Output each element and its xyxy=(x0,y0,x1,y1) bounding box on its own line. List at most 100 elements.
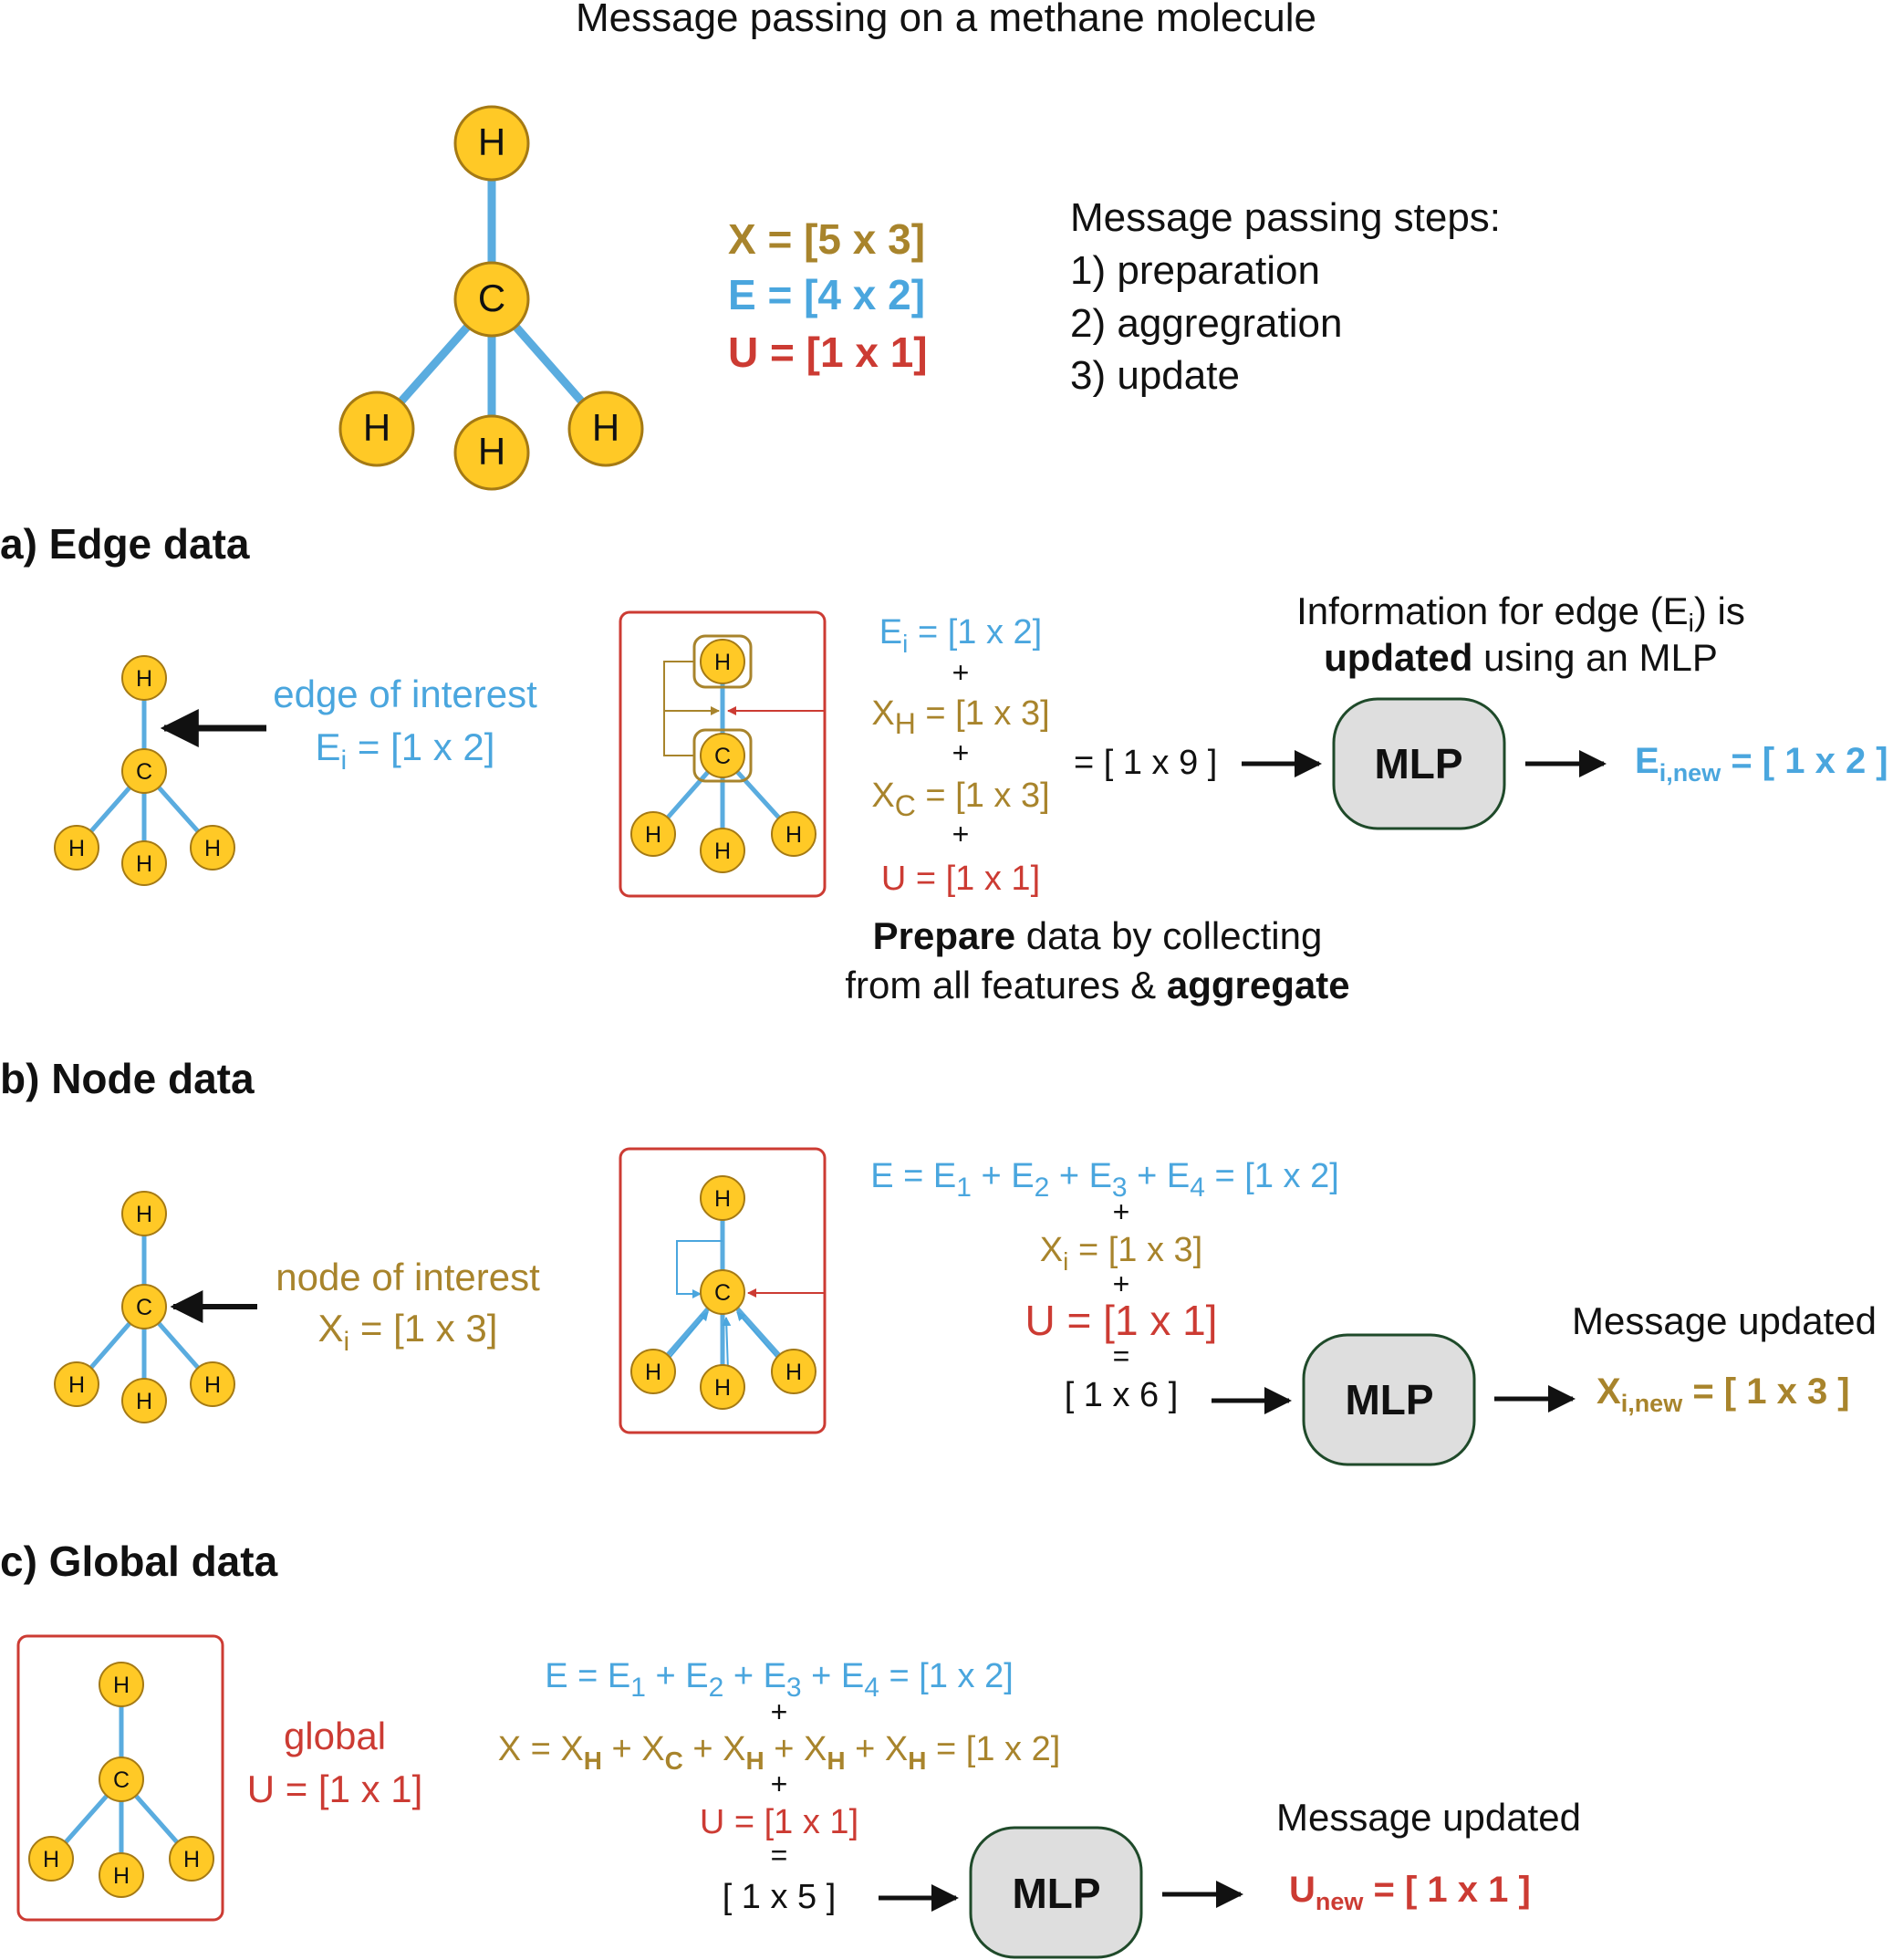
edge-updated-result: Ei,new = [ 1 x 2 ] xyxy=(1635,741,1888,787)
node-of-interest-dims: Xi = [1 x 3] xyxy=(318,1307,498,1357)
hydrogen-atom: H xyxy=(99,1852,144,1898)
mlp-block xyxy=(1332,697,1506,830)
mlp-label: MLP xyxy=(1374,740,1462,787)
edge-sum-term: E = E1 + E2 + E3 + E4 = [1 x 2] xyxy=(545,1657,1014,1703)
edge-info-line2: updated using an MLP xyxy=(1324,636,1718,679)
methane-molecule-main: H C H H H xyxy=(338,105,644,491)
svg-text:C: C xyxy=(478,276,505,319)
carbon-atom: C xyxy=(121,1284,167,1329)
svg-text:H: H xyxy=(113,1673,130,1698)
svg-text:H: H xyxy=(136,851,152,877)
global-updated-result: Unew = [ 1 x 1 ] xyxy=(1289,1870,1531,1915)
svg-text:H: H xyxy=(478,430,505,473)
equals-sign: = xyxy=(771,1839,788,1871)
equals-sign: = xyxy=(1113,1340,1130,1372)
carbon-atom: C xyxy=(700,1269,745,1315)
edge-matrix-dims: E = [4 x 2] xyxy=(728,271,925,318)
node-of-interest-label: node of interest xyxy=(276,1256,540,1298)
svg-text:H: H xyxy=(136,1202,152,1227)
mlp-block xyxy=(969,1826,1143,1959)
steps-heading: Message passing steps: xyxy=(1070,195,1501,240)
plus-sign: + xyxy=(952,818,970,850)
hydrogen-atom: H xyxy=(630,1349,676,1394)
methane-molecule-small: H C H H H xyxy=(54,1191,235,1423)
svg-text:H: H xyxy=(68,1372,85,1398)
hydrogen-atom: H xyxy=(121,1378,167,1423)
global-feature-term: U = [1 x 1] xyxy=(1025,1297,1218,1344)
hydrogen-atom: H xyxy=(121,655,167,701)
hydrogen-atom: H xyxy=(190,1361,235,1407)
hydrogen-atom: H xyxy=(771,811,816,857)
edge-of-interest-label: edge of interest xyxy=(273,672,537,715)
mlp-block xyxy=(1302,1333,1476,1466)
hydrogen-atom: H xyxy=(99,1662,144,1707)
hydrogen-atom: H xyxy=(700,639,745,684)
hydrogen-atom: H xyxy=(771,1349,816,1394)
global-label: global xyxy=(284,1715,386,1757)
hydrogen-atom: H xyxy=(453,105,530,182)
node-matrix-dims: X = [5 x 3] xyxy=(728,215,925,263)
hydrogen-atom: H xyxy=(338,391,415,467)
svg-text:H: H xyxy=(204,1372,221,1398)
aggregated-dims: = [ 1 x 9 ] xyxy=(1074,744,1217,782)
hydrogen-atom: H xyxy=(630,811,676,857)
preparation-frame xyxy=(619,610,827,898)
edge-preparation-molecule: H C H H H xyxy=(630,634,824,873)
svg-text:H: H xyxy=(714,1375,731,1401)
svg-text:H: H xyxy=(183,1847,200,1872)
preparation-frame xyxy=(619,1147,827,1434)
svg-text:H: H xyxy=(204,836,221,861)
plus-sign: + xyxy=(1113,1267,1130,1300)
svg-text:H: H xyxy=(714,1186,731,1212)
global-feature-term: U = [1 x 1] xyxy=(881,860,1040,898)
node-feature-term: Xi = [1 x 3] xyxy=(1040,1231,1202,1276)
hydrogen-atom: H xyxy=(28,1836,74,1882)
aggregated-dims: [ 1 x 5 ] xyxy=(723,1878,837,1916)
edge-info-line1: Information for edge (Ei) is xyxy=(1296,589,1745,637)
mlp-label: MLP xyxy=(1012,1870,1100,1917)
svg-text:C: C xyxy=(136,1295,152,1320)
hydrogen-atom: H xyxy=(121,1191,167,1236)
carbon-atom: C xyxy=(453,261,530,338)
hydrogen-atom: H xyxy=(54,1361,99,1407)
hydrogen-atom: H xyxy=(121,840,167,886)
svg-text:H: H xyxy=(645,1360,661,1385)
methane-molecule-small: H C H H H xyxy=(54,655,235,886)
step-item: 3) update xyxy=(1070,353,1240,398)
edge-feature-term: Ei = [1 x 2] xyxy=(879,613,1042,658)
hydrogen-atom: H xyxy=(453,414,530,491)
page-title: Message passing on a methane molecule xyxy=(576,0,1316,40)
global-molecule: H C H H H xyxy=(28,1662,214,1898)
hydrogen-atom: H xyxy=(567,391,644,467)
edge-sum-term: E = E1 + E2 + E3 + E4 = [1 x 2] xyxy=(870,1157,1339,1203)
node-updated-result: Xi,new = [ 1 x 3 ] xyxy=(1597,1371,1850,1417)
svg-text:H: H xyxy=(785,1360,802,1385)
plus-sign: + xyxy=(952,656,970,689)
step-item: 2) aggregration xyxy=(1070,301,1342,346)
svg-text:H: H xyxy=(136,1389,152,1414)
node-h-feature-term: XH = [1 x 3] xyxy=(871,694,1049,740)
hydrogen-atom: H xyxy=(169,1836,214,1882)
svg-text:H: H xyxy=(785,822,802,848)
plus-sign: + xyxy=(1113,1195,1130,1228)
global-frame xyxy=(16,1634,224,1922)
message-updated-label: Message updated xyxy=(1572,1299,1877,1342)
svg-text:H: H xyxy=(478,120,505,163)
section-a-heading: a) Edge data xyxy=(0,520,250,568)
hydrogen-atom: H xyxy=(700,828,745,873)
svg-text:C: C xyxy=(113,1767,130,1793)
svg-text:H: H xyxy=(68,836,85,861)
svg-text:H: H xyxy=(363,406,390,449)
node-sum-term: X = XH + XC + XH + XH + XH = [1 x 2] xyxy=(498,1730,1061,1775)
hydrogen-atom: H xyxy=(700,1364,745,1410)
svg-text:C: C xyxy=(714,744,731,769)
section-c-heading: c) Global data xyxy=(0,1538,278,1585)
svg-text:H: H xyxy=(592,406,619,449)
mlp-label: MLP xyxy=(1345,1376,1433,1423)
svg-text:H: H xyxy=(136,666,152,692)
plus-sign: + xyxy=(952,736,970,769)
svg-text:C: C xyxy=(714,1280,731,1306)
svg-text:H: H xyxy=(113,1863,130,1889)
edge-of-interest-dims: Ei = [1 x 2] xyxy=(316,725,495,776)
aggregated-dims: [ 1 x 6 ] xyxy=(1065,1376,1179,1414)
